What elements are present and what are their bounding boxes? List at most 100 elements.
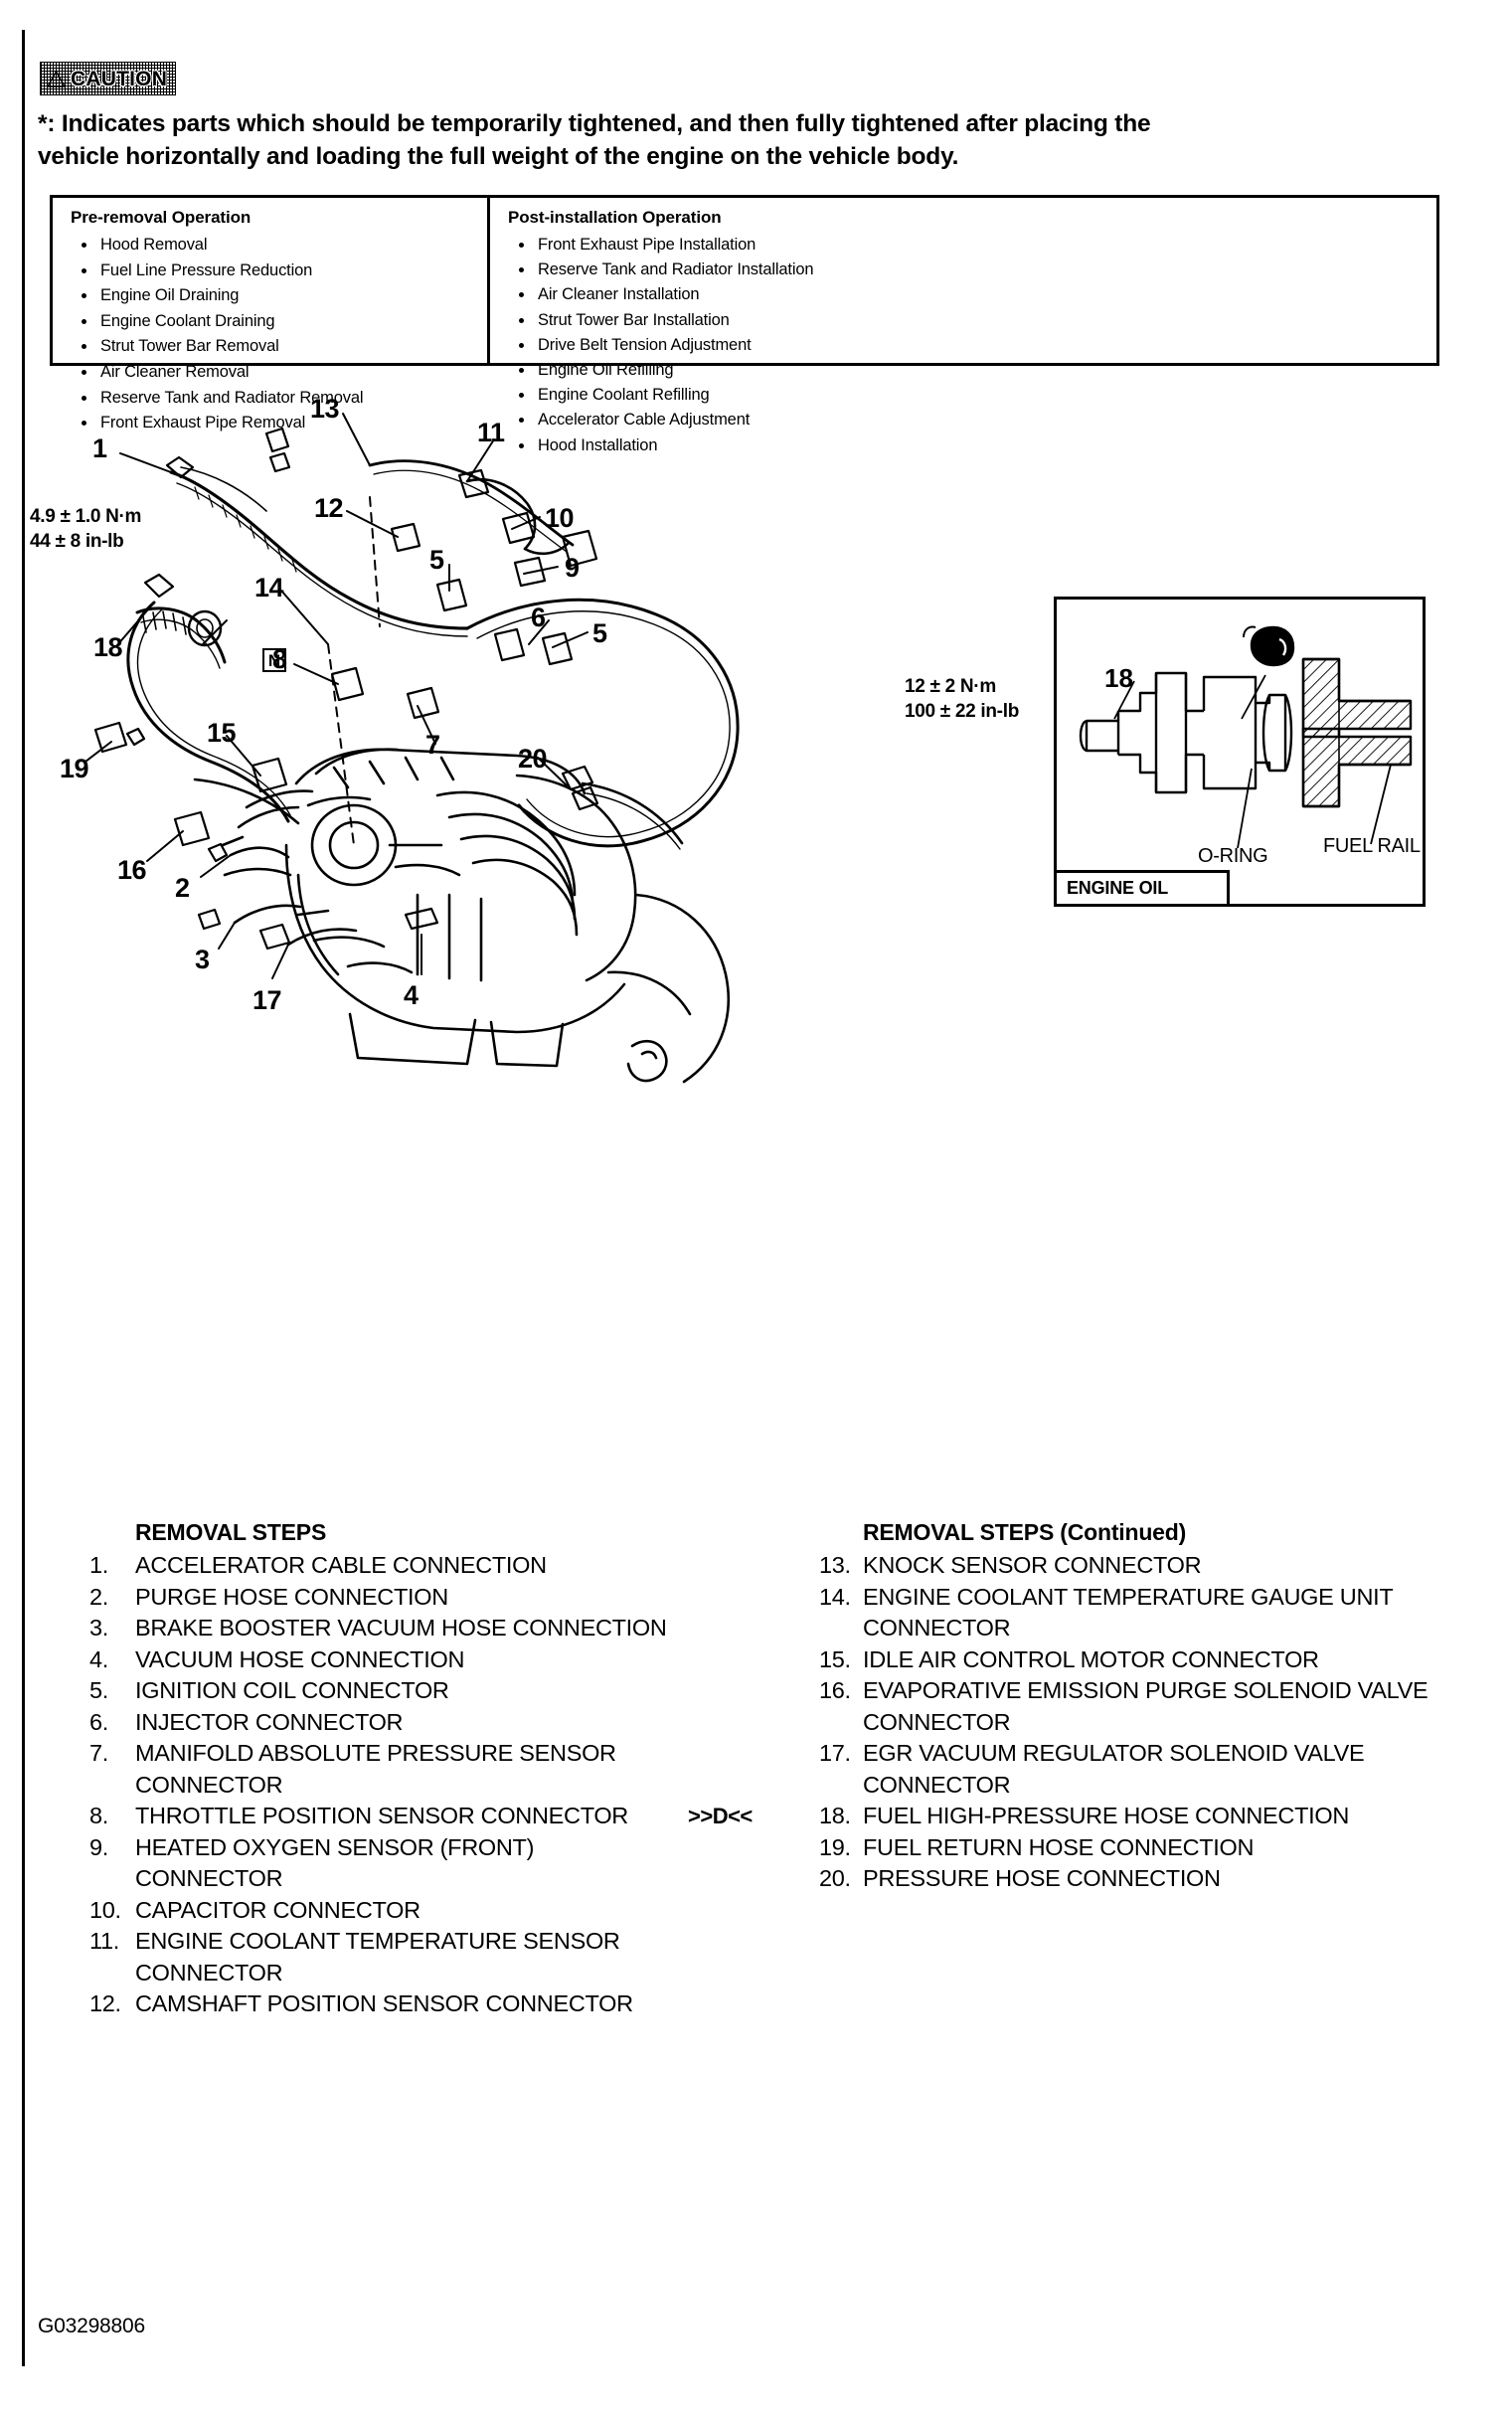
list-item: Engine Coolant Refilling <box>508 383 1436 408</box>
callout-15: 15 <box>207 718 237 748</box>
torque-spec-lower-right: 12 ± 2 N·m 100 ± 22 in-lb <box>905 674 1019 724</box>
list-item: 11. ENGINE COOLANT TEMPERATURE SENSOR CO… <box>85 1926 682 1988</box>
step-text: IGNITION COIL CONNECTOR <box>135 1677 449 1703</box>
step-text: FUEL RETURN HOSE CONNECTION <box>863 1833 1255 1860</box>
list-item: 7. MANIFOLD ABSOLUTE PRESSURE SENSOR CON… <box>85 1738 682 1801</box>
removal-steps-continued-title: REMOVAL STEPS (Continued) <box>863 1519 1187 1545</box>
list-item: Accelerator Cable Adjustment <box>508 408 1436 432</box>
caution-label: CAUTION <box>71 67 168 90</box>
caution-note-line-2: vehicle horizontally and loading the ful… <box>38 143 959 170</box>
torque-spec-upper-left: 4.9 ± 1.0 N·m 44 ± 8 in-lb <box>30 504 141 554</box>
callout-5b: 5 <box>592 618 607 648</box>
step-text: KNOCK SENSOR CONNECTOR <box>863 1552 1202 1578</box>
torque-inlb: 44 ± 8 in-lb <box>30 531 124 552</box>
engine-harness-diagram: 4.9 ± 1.0 N·m 44 ± 8 in-lb 12 ± 2 N·m 10… <box>0 378 1512 1511</box>
list-item: Fuel Line Pressure Reduction <box>71 259 487 284</box>
step-number: 9. <box>89 1833 108 1860</box>
post-installation-title: Post-installation Operation <box>508 208 722 227</box>
callout-2: 2 <box>175 873 190 903</box>
inset-callout-18: 18 <box>1104 663 1133 693</box>
callout-1: 1 <box>92 433 107 463</box>
step-number: 18. <box>819 1803 851 1828</box>
callout-5a: 5 <box>429 545 444 575</box>
step-number: 14. <box>819 1583 851 1610</box>
fuel-rail-label: FUEL RAIL <box>1323 835 1421 857</box>
caution-note: *: Indicates parts which should be tempo… <box>38 107 1449 173</box>
o-ring-part <box>1243 625 1295 667</box>
reference-mark-d: >>D<< <box>688 1804 753 1828</box>
pre-removal-title: Pre-removal Operation <box>71 208 252 227</box>
callout-19: 19 <box>60 754 89 783</box>
post-installation-list: Front Exhaust Pipe Installation Reserve … <box>508 233 1436 458</box>
step-text: ENGINE COOLANT TEMPERATURE SENSOR CONNEC… <box>135 1928 620 1986</box>
callout-8: 8 <box>272 644 287 674</box>
step-text: ACCELERATOR CABLE CONNECTION <box>135 1552 547 1578</box>
step-text: FUEL HIGH-PRESSURE HOSE CONNECTION <box>863 1803 1350 1828</box>
step-number: 11. <box>89 1928 120 1954</box>
step-number: 4. <box>89 1645 108 1672</box>
o-ring-label: O-RING <box>1198 845 1268 867</box>
callout-3: 3 <box>195 945 210 974</box>
step-text: CAPACITOR CONNECTOR <box>135 1896 420 1923</box>
removal-steps-column-right: REMOVAL STEPS (Continued) 13. KNOCK SENS… <box>688 1519 1431 1895</box>
list-item: Front Exhaust Pipe Removal <box>71 411 487 436</box>
removal-steps-title: REMOVAL STEPS <box>135 1519 327 1545</box>
torque-inlb: 100 ± 22 in-lb <box>905 701 1019 722</box>
step-number: 7. <box>89 1740 108 1766</box>
list-item: 20. PRESSURE HOSE CONNECTION <box>815 1863 1431 1895</box>
list-item: Reserve Tank and Radiator Installation <box>508 258 1436 282</box>
engine-oil-note: ENGINE OIL <box>1057 870 1230 904</box>
pre-removal-list: Hood Removal Fuel Line Pressure Reductio… <box>71 233 487 436</box>
list-item: Strut Tower Bar Installation <box>508 308 1436 333</box>
callout-13: 13 <box>310 394 340 424</box>
list-item: Drive Belt Tension Adjustment <box>508 333 1436 358</box>
step-number: 12. <box>89 1990 121 2016</box>
list-item: 1. ACCELERATOR CABLE CONNECTION <box>85 1550 682 1582</box>
step-number: 16. <box>819 1677 851 1703</box>
step-text: THROTTLE POSITION SENSOR CONNECTOR <box>135 1803 628 1828</box>
list-item: Front Exhaust Pipe Installation <box>508 233 1436 258</box>
caution-note-line-1: *: Indicates parts which should be tempo… <box>38 110 1151 137</box>
step-text: IDLE AIR CONTROL MOTOR CONNECTOR <box>863 1645 1319 1672</box>
list-item: >>D<< 18. FUEL HIGH-PRESSURE HOSE CONNEC… <box>688 1801 1431 1832</box>
list-item: 17. EGR VACUUM REGULATOR SOLENOID VALVE … <box>815 1738 1431 1801</box>
list-item: 10. CAPACITOR CONNECTOR <box>85 1895 682 1927</box>
step-text: EGR VACUUM REGULATOR SOLENOID VALVE CONN… <box>863 1740 1365 1798</box>
step-text: VACUUM HOSE CONNECTION <box>135 1645 465 1672</box>
list-item: Strut Tower Bar Removal <box>71 334 487 360</box>
pre-removal-column: Pre-removal Operation Hood Removal Fuel … <box>53 198 490 432</box>
step-number: 5. <box>89 1677 108 1703</box>
list-item: 19. FUEL RETURN HOSE CONNECTION <box>815 1832 1431 1864</box>
list-item: 12. CAMSHAFT POSITION SENSOR CONNECTOR <box>85 1988 682 2020</box>
list-item: Hood Removal <box>71 233 487 259</box>
step-text: PURGE HOSE CONNECTION <box>135 1583 448 1610</box>
step-number: 2. <box>89 1583 108 1610</box>
operations-table: Pre-removal Operation Hood Removal Fuel … <box>50 195 1439 454</box>
step-text: INJECTOR CONNECTOR <box>135 1708 404 1735</box>
list-item: Engine Oil Refilling <box>508 358 1436 383</box>
step-number: 15. <box>819 1645 851 1672</box>
step-text: BRAKE BOOSTER VACUUM HOSE CONNECTION <box>135 1615 667 1641</box>
callout-18: 18 <box>93 632 123 662</box>
list-item: 13. KNOCK SENSOR CONNECTOR <box>815 1550 1431 1582</box>
step-number: 10. <box>89 1896 121 1923</box>
step-text: EVAPORATIVE EMISSION PURGE SOLENOID VALV… <box>863 1677 1428 1735</box>
callout-16: 16 <box>117 855 147 885</box>
callout-14: 14 <box>254 573 284 603</box>
warning-triangle-icon <box>47 70 66 87</box>
step-number: 3. <box>89 1615 108 1641</box>
step-text: MANIFOLD ABSOLUTE PRESSURE SENSOR CONNEC… <box>135 1740 616 1798</box>
list-item: 15. IDLE AIR CONTROL MOTOR CONNECTOR <box>815 1644 1431 1676</box>
step-text: HEATED OXYGEN SENSOR (FRONT) CONNECTOR <box>135 1833 535 1892</box>
caution-badge: CAUTION <box>40 62 177 95</box>
callout-11: 11 <box>477 418 505 447</box>
step-text: CAMSHAFT POSITION SENSOR CONNECTOR <box>135 1990 633 2016</box>
step-number: 13. <box>819 1552 851 1578</box>
list-item: 14. ENGINE COOLANT TEMPERATURE GAUGE UNI… <box>815 1582 1431 1644</box>
step-text: ENGINE COOLANT TEMPERATURE GAUGE UNIT CO… <box>863 1583 1393 1641</box>
list-item: Air Cleaner Installation <box>508 282 1436 307</box>
figure-code: G03298806 <box>38 2315 145 2337</box>
callout-10: 10 <box>545 503 575 533</box>
list-item: 8. THROTTLE POSITION SENSOR CONNECTOR <box>85 1801 682 1832</box>
